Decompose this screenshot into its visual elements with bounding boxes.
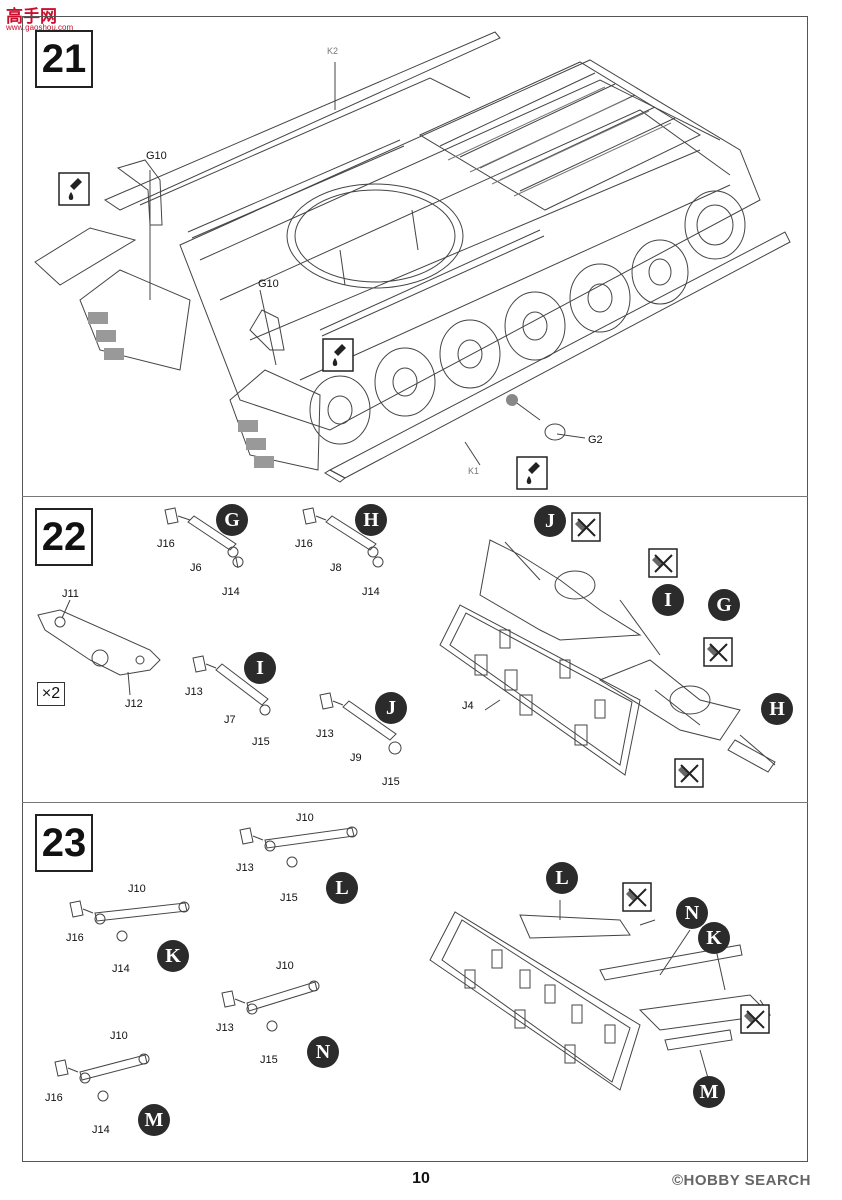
- no-glue-icon: [622, 882, 652, 912]
- hobby-search-watermark: ©HOBBY SEARCH: [672, 1172, 811, 1189]
- assembly-badge-h: H: [761, 693, 793, 725]
- part-label-j15: J15: [382, 776, 400, 788]
- part-label-j16: J16: [157, 538, 175, 550]
- no-glue-icon: [703, 637, 733, 667]
- site-watermark-logo: 高手网 www.gaoshou.com: [4, 2, 74, 36]
- no-glue-icon: [571, 512, 601, 542]
- part-label-g2: G2: [588, 434, 603, 446]
- assembly-badge-n: N: [307, 1036, 339, 1068]
- part-label-j11: J11: [62, 588, 79, 600]
- part-label-k2: K2: [327, 46, 339, 56]
- part-label-j15: J15: [280, 892, 298, 904]
- glue-icon: [322, 338, 354, 372]
- part-label-j13: J13: [316, 728, 334, 740]
- part-label-j13: J13: [236, 862, 254, 874]
- part-label-j4: J4: [462, 700, 474, 712]
- page-number: 10: [412, 1170, 430, 1187]
- part-label-j10: J10: [276, 960, 294, 972]
- part-label-j9: J9: [350, 752, 362, 764]
- part-label-j16: J16: [45, 1092, 63, 1104]
- assembly-badge-g: G: [708, 589, 740, 621]
- instruction-page-frame: [22, 16, 808, 1162]
- step-divider-22-23: [22, 802, 808, 803]
- assembly-badge-j: J: [375, 692, 407, 724]
- part-label-j12: J12: [125, 698, 143, 710]
- assembly-badge-m: M: [138, 1104, 170, 1136]
- assembly-badge-k: K: [698, 922, 730, 954]
- assembly-badge-n: N: [676, 897, 708, 929]
- no-glue-icon: [740, 1004, 770, 1034]
- part-label-j13: J13: [185, 686, 203, 698]
- assembly-badge-l: L: [326, 872, 358, 904]
- watermark-url: www.gaoshou.com: [6, 23, 74, 32]
- step-number-22: 22: [35, 508, 93, 566]
- part-label-j14: J14: [112, 963, 130, 975]
- part-label-j16: J16: [66, 932, 84, 944]
- part-label-j14: J14: [92, 1124, 110, 1136]
- part-label-j8: J8: [330, 562, 342, 574]
- no-glue-icon: [674, 758, 704, 788]
- part-label-j10: J10: [296, 812, 314, 824]
- part-label-g10-a: G10: [146, 150, 167, 162]
- part-label-k1: K1: [468, 466, 480, 476]
- glue-icon: [58, 172, 90, 206]
- part-label-j6: J6: [190, 562, 202, 574]
- assembly-badge-i: I: [652, 584, 684, 616]
- part-label-j14: J14: [222, 586, 240, 598]
- part-label-j15: J15: [260, 1054, 278, 1066]
- glue-icon: [516, 456, 548, 490]
- part-label-j14: J14: [362, 586, 380, 598]
- no-glue-icon: [648, 548, 678, 578]
- step-number-23: 23: [35, 814, 93, 872]
- assembly-badge-k: K: [157, 940, 189, 972]
- assembly-badge-i: I: [244, 652, 276, 684]
- step-number-21: 21: [35, 30, 93, 88]
- step22-sub-assemblies: [37, 507, 776, 776]
- part-label-j10: J10: [128, 883, 146, 895]
- assembly-badge-g: G: [216, 504, 248, 536]
- watermark-text: 高手网: [6, 7, 57, 27]
- assembly-badge-l: L: [546, 862, 578, 894]
- step21-hull-drawing: [34, 31, 791, 483]
- part-label-g10-b: G10: [258, 278, 279, 290]
- part-label-j13: J13: [216, 1022, 234, 1034]
- assembly-badge-m: M: [693, 1076, 725, 1108]
- part-label-j16: J16: [295, 538, 313, 550]
- part-label-j15: J15: [252, 736, 270, 748]
- quantity-multiplier: ×2: [37, 682, 65, 706]
- part-label-j7: J7: [224, 714, 236, 726]
- step-divider-21-22: [22, 496, 808, 497]
- assembly-badge-h: H: [355, 504, 387, 536]
- assembly-badge-j: J: [534, 505, 566, 537]
- part-label-j10: J10: [110, 1030, 128, 1042]
